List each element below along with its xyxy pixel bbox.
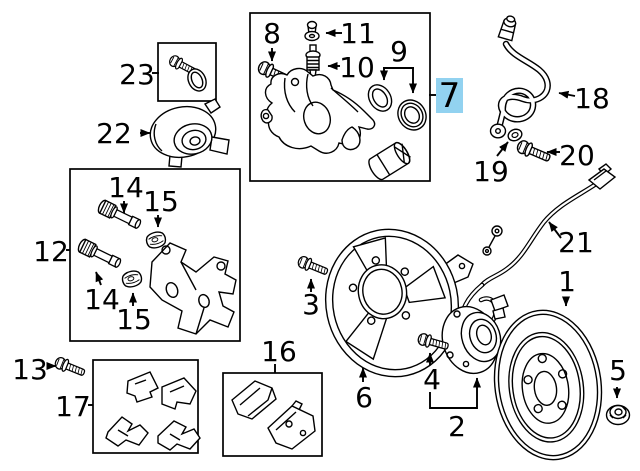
leader-21 (548, 221, 562, 239)
kit-box-12-bracket (69, 168, 241, 342)
kit-box-7-caliper (249, 12, 431, 182)
leader-19 (496, 141, 509, 157)
callout-7[interactable]: 7 (439, 76, 461, 116)
callout-9[interactable]: 9 (390, 35, 408, 68)
seal-kit-drawing (166, 53, 207, 92)
actuator-drawing (149, 98, 230, 168)
callout-3[interactable]: 3 (302, 288, 320, 321)
leader-18 (558, 90, 576, 99)
dust-boot-drawing (397, 99, 427, 131)
callout-23[interactable]: 23 (119, 58, 155, 91)
splash-shield-drawing (324, 228, 460, 378)
guide-pin-lower-drawing (75, 237, 124, 271)
bracket-bolt-drawing (52, 355, 88, 380)
brake-rotor-drawing (493, 309, 603, 461)
callout-15-upper[interactable]: 15 (143, 185, 179, 218)
callout-6[interactable]: 6 (355, 381, 373, 414)
pad-clip-kit-drawing (105, 371, 201, 451)
callout-1[interactable]: 1 (558, 265, 576, 298)
callout-8[interactable]: 8 (263, 17, 281, 50)
callout-20[interactable]: 20 (559, 139, 595, 172)
callout-14-lower[interactable]: 14 (84, 283, 120, 316)
kit-box-16-pads (222, 372, 323, 457)
caliper-bracket-drawing (149, 242, 237, 335)
callout-19[interactable]: 19 (473, 155, 509, 188)
bleeder-valve-drawing (305, 44, 321, 79)
leader-14-lower (95, 271, 104, 286)
callout-7-selected[interactable]: 7 (436, 76, 463, 116)
kit-box-17-clips (92, 359, 199, 454)
callout-18[interactable]: 18 (574, 82, 610, 115)
pin-bushing-lower-drawing (120, 268, 144, 290)
hub-assembly-drawing (441, 305, 502, 375)
piston-seal-drawing (367, 84, 393, 112)
callout-4[interactable]: 4 (423, 363, 441, 396)
callout-2[interactable]: 2 (448, 410, 466, 443)
callout-7-highlight (436, 78, 463, 113)
callout-17[interactable]: 17 (55, 390, 91, 423)
callout-22[interactable]: 22 (96, 117, 132, 150)
leader-2-bracket (429, 377, 481, 409)
leader-lines (46, 29, 621, 409)
banjo-washer-drawing (505, 126, 525, 144)
callout-15-lower[interactable]: 15 (116, 303, 152, 336)
callout-21[interactable]: 21 (558, 226, 594, 259)
kit-box-23 (157, 42, 217, 102)
caliper-body-drawing (260, 67, 411, 181)
callout-13[interactable]: 13 (12, 353, 48, 386)
banjo-bolt-drawing (514, 137, 553, 166)
callout-12[interactable]: 12 (33, 235, 69, 268)
callout-10[interactable]: 10 (339, 51, 375, 84)
hub-nut-drawing (605, 404, 631, 426)
callout-14-upper[interactable]: 14 (108, 171, 144, 204)
callout-5[interactable]: 5 (609, 354, 627, 387)
shield-bolt-drawing (295, 254, 331, 279)
bleeder-cap-drawing (304, 20, 320, 42)
callout-16[interactable]: 16 (261, 335, 297, 368)
brake-pads-drawing (231, 380, 316, 450)
callout-11[interactable]: 11 (340, 17, 376, 50)
brake-hose-drawing (489, 15, 551, 139)
